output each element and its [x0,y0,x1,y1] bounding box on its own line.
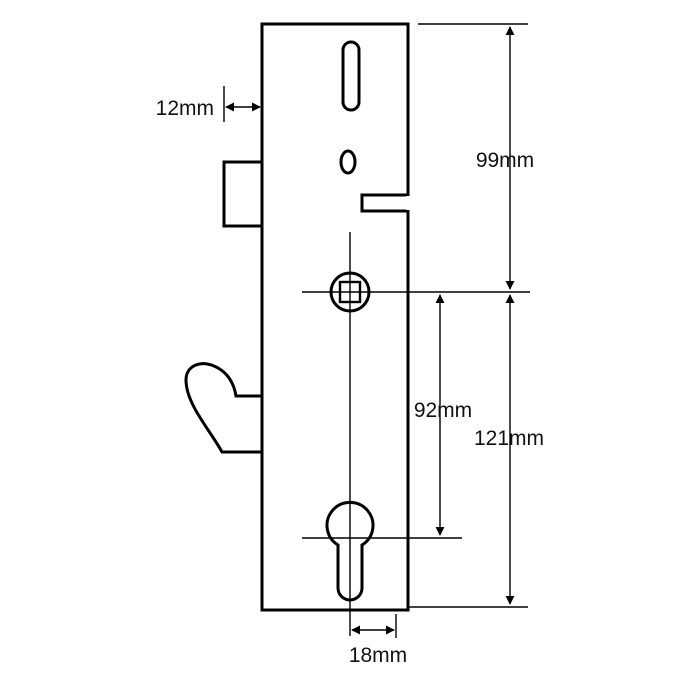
top-slot [341,40,361,112]
label-92mm: 92mm [414,399,472,422]
label-121mm: 121mm [474,427,544,450]
label-12mm: 12mm [156,97,214,120]
deadbolt [222,160,264,228]
hook-bolt [184,362,264,454]
label-18mm: 18mm [349,644,407,667]
label-99mm: 99mm [476,149,534,172]
case-notch [360,193,408,213]
small-hole [339,149,357,175]
